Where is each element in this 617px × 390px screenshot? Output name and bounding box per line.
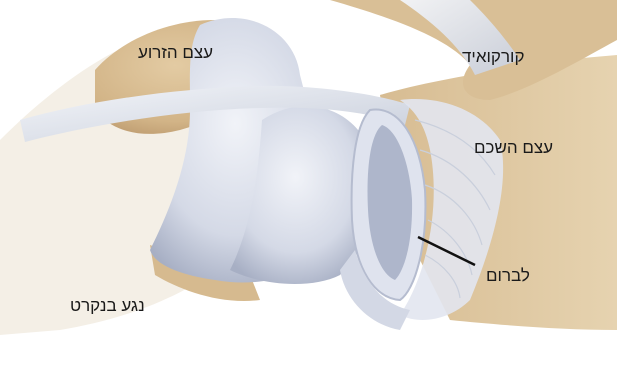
scapula-label: עצם השכם [474, 139, 553, 156]
humerus-label: עצם הזרוע [138, 44, 213, 61]
coracoid-label: קורקואיד [462, 48, 524, 65]
labrum-label: לברום [486, 267, 530, 284]
bankart-lesion-label: נגע בנקרט [70, 297, 145, 314]
